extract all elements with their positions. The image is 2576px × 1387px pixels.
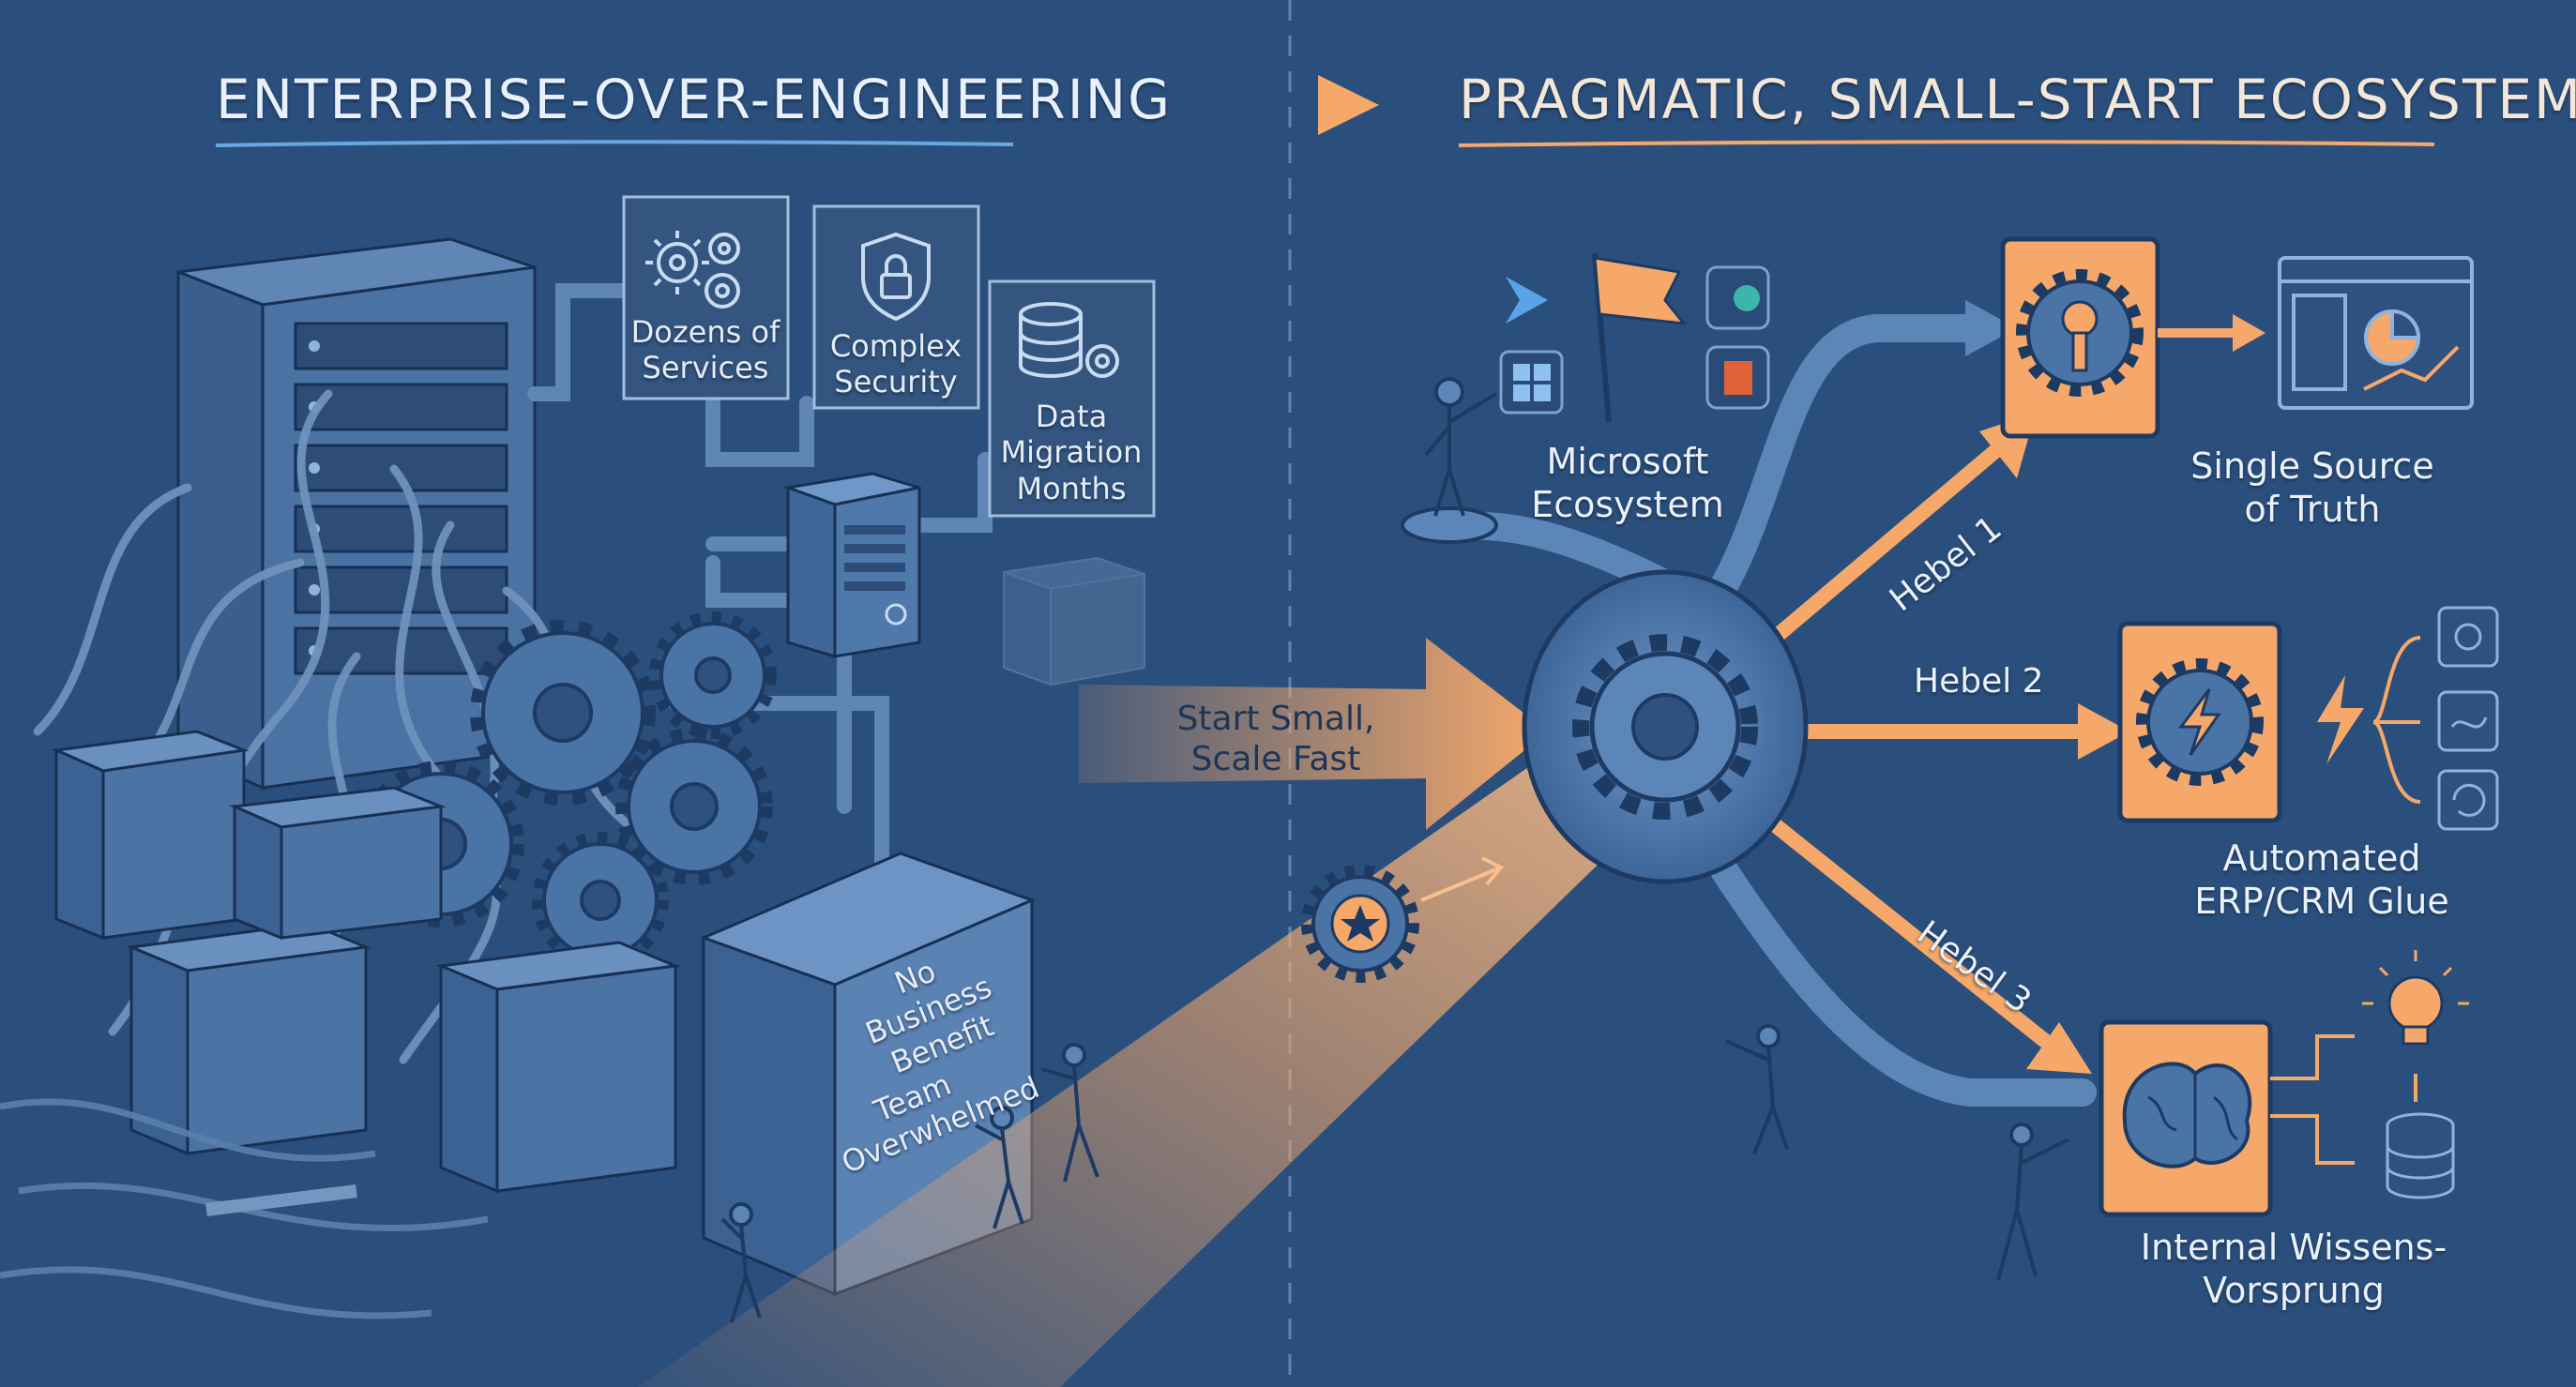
lever-label-2: Hebel 2 (1914, 662, 2044, 701)
box-data-migration-label: Data Migration Months (1000, 399, 1143, 506)
shield-lock-icon (861, 232, 931, 322)
glue-targets (2437, 606, 2499, 831)
person-pointing (1401, 377, 1498, 544)
knowledge-connectors (2270, 1034, 2417, 1165)
machine-crates (51, 730, 681, 1194)
outcome-label-3: Internal Wissens-Vorsprung (2140, 1227, 2447, 1311)
left-heading-underline (215, 140, 1014, 147)
brain-icon (2122, 1062, 2252, 1168)
right-heading-underline (1458, 140, 2435, 147)
database-gear-icon (1019, 302, 1119, 378)
lightning-icon (2317, 675, 2364, 764)
big-arrow-label: Start Small, Scale Fast (1176, 700, 1375, 779)
outcome-box-1 (2000, 236, 2160, 439)
box-complex-security (812, 204, 980, 410)
hub-disk (1522, 569, 1809, 884)
outcome-label-1: Single Source of Truth (2190, 445, 2434, 530)
database-icon (2386, 1112, 2455, 1199)
box-dozens-of-services-label: Dozens of Services (630, 314, 780, 386)
left-heading: ENTERPRISE-OVER-ENGINEERING (216, 68, 1173, 131)
lightbulb-icon (2362, 950, 2469, 1046)
workers (720, 1024, 2069, 1323)
outcome-label-2: Automated ERP/CRM Glue (2194, 837, 2449, 922)
gear-teeth (357, 611, 777, 969)
windows-icon (1499, 350, 1564, 415)
hub-label: Microsoft Ecosystem (1531, 441, 1724, 525)
gears-icon (645, 231, 740, 309)
box-complex-security-label: Complex Security (829, 328, 962, 400)
box-dozens-of-services (622, 195, 790, 400)
microsoft-icons (1499, 252, 1770, 423)
star-gear-icon (1301, 865, 1419, 983)
big-arrow-start-small (1079, 638, 1548, 830)
right-heading: PRAGMATIC, SMALL-START ECOSYSTEM (1459, 68, 2576, 131)
hub-spoke-arrows (1965, 300, 2017, 356)
light-beam (638, 675, 1754, 1387)
heading-arrow-head (1318, 75, 1379, 135)
motion-arrow (1420, 856, 1505, 902)
small-server (782, 472, 921, 659)
outcome-box-3 (2099, 1019, 2273, 1217)
outcome-box-2 (2117, 621, 2282, 823)
flag-icon (1593, 256, 1688, 325)
power-automate-icon (1506, 277, 1548, 324)
cable-floor (0, 1098, 489, 1319)
dashboard-icon (2278, 256, 2474, 410)
faded-crate (1003, 556, 1145, 686)
glue-connectors (2372, 636, 2421, 804)
lever-arrows (1756, 433, 2090, 1048)
